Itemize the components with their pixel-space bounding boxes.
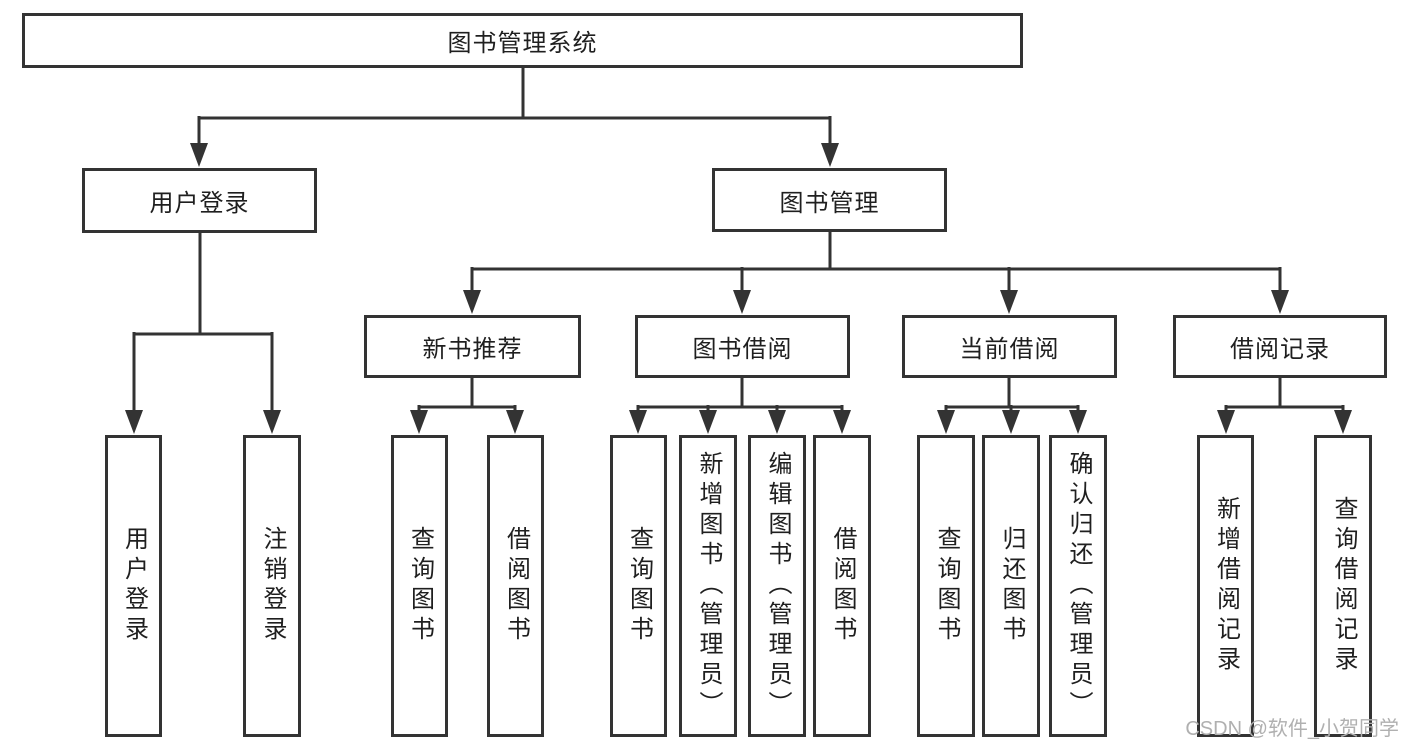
node-book-management-label: 图书管理 [779,189,880,217]
watermark: CSDN @软件_小贺同学 [1185,718,1399,740]
node-book-management: 图书管理 [712,168,947,232]
leaf-user-login-label: 用户登录 [120,526,148,646]
node-book-borrowing: 图书借阅 [635,315,850,378]
node-current-borrowing: 当前借阅 [902,315,1117,378]
node-user-login-group-label: 用户登录 [149,190,250,217]
leaf-nb-borrow-books-label: 借阅图书 [502,526,530,646]
leaf-cb-return-books-label: 归还图书 [998,526,1025,646]
leaf-user-login: 用户登录 [105,435,162,737]
node-root-label: 图书管理系统 [447,30,598,57]
leaf-bb-add-book-admin: 新增图书（管理员） [679,435,737,737]
leaf-br-add-record: 新增借阅记录 [1197,435,1254,737]
leaf-nb-query-books: 查询图书 [391,435,448,737]
node-root: 图书管理系统 [22,13,1023,68]
node-book-borrowing-label: 图书借阅 [692,336,793,363]
leaf-bb-borrow-books-label: 借阅图书 [829,526,856,646]
leaf-logout-label: 注销登录 [259,526,286,646]
leaf-bb-edit-book-admin-label: 编辑图书（管理员） [764,451,791,721]
leaf-br-query-record-label: 查询借阅记录 [1330,496,1357,676]
node-new-book-recommend: 新书推荐 [364,315,581,378]
leaf-bb-borrow-books: 借阅图书 [813,435,871,737]
node-borrowing-records-label: 借阅记录 [1230,336,1330,363]
node-user-login-group: 用户登录 [82,168,317,233]
leaf-cb-return-books: 归还图书 [982,435,1040,737]
leaf-br-add-record-label: 新增借阅记录 [1212,496,1240,676]
node-new-book-recommend-label: 新书推荐 [422,336,523,363]
node-current-borrowing-label: 当前借阅 [959,336,1060,363]
leaf-nb-query-books-label: 查询图书 [406,526,434,646]
leaf-nb-borrow-books: 借阅图书 [487,435,544,737]
leaf-logout: 注销登录 [243,435,301,737]
leaf-cb-query-books-label: 查询图书 [933,526,960,646]
leaf-cb-confirm-return-admin: 确认归还（管理员） [1049,435,1107,737]
leaf-bb-edit-book-admin: 编辑图书（管理员） [748,435,806,737]
leaf-bb-query-books-label: 查询图书 [625,526,653,646]
node-borrowing-records: 借阅记录 [1173,315,1387,378]
arrowheads [125,143,1352,434]
leaf-cb-confirm-return-admin-label: 确认归还（管理员） [1065,451,1092,721]
leaf-bb-query-books: 查询图书 [610,435,667,737]
leaf-br-query-record: 查询借阅记录 [1314,435,1372,737]
leaf-bb-add-book-admin-label: 新增图书（管理员） [695,451,722,721]
leaf-cb-query-books: 查询图书 [917,435,975,737]
